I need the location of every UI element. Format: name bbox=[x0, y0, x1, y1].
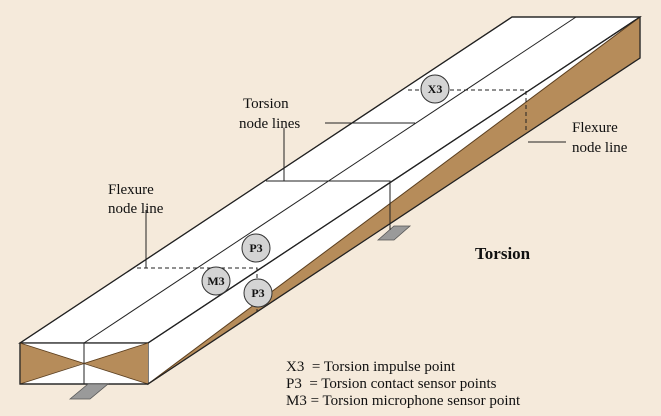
top-centerline bbox=[83, 16, 577, 344]
torsion-heading: Torsion bbox=[475, 244, 531, 263]
badge-p3-top: P3 bbox=[241, 233, 271, 263]
flexure-right-label-2: node line bbox=[572, 140, 628, 156]
torsion-node-lines-label-1: Torsion bbox=[243, 96, 289, 112]
flexure-left-label-2: node line bbox=[108, 201, 164, 217]
beam-outline bbox=[19, 16, 641, 385]
legend-p3: P3 = Torsion contact sensor points bbox=[286, 376, 497, 392]
svg-text:P3: P3 bbox=[249, 241, 262, 255]
torsion-node-lines-label-2: node lines bbox=[239, 116, 300, 132]
legend-x3: X3 = Torsion impulse point bbox=[286, 359, 456, 375]
svg-text:M3: M3 bbox=[207, 274, 224, 288]
svg-text:X3: X3 bbox=[428, 82, 443, 96]
legend-m3: M3 = Torsion microphone sensor point bbox=[286, 393, 521, 409]
svg-text:P3: P3 bbox=[251, 286, 264, 300]
support-middle bbox=[376, 225, 412, 241]
flexure-right-label-1: Flexure bbox=[572, 120, 618, 136]
legend: X3 = Torsion impulse point P3 = Torsion … bbox=[286, 359, 521, 409]
beam-front-edge bbox=[147, 16, 641, 344]
twist-line-side bbox=[147, 16, 641, 385]
torsion-node-lines bbox=[266, 122, 415, 230]
flexure-left-label-1: Flexure bbox=[108, 182, 154, 198]
front-diagonal-2 bbox=[19, 342, 149, 385]
twist-front-left bbox=[20, 343, 84, 384]
support-front bbox=[68, 383, 110, 400]
badge-m3: M3 bbox=[201, 266, 231, 296]
twist-front-right bbox=[84, 343, 148, 384]
badge-x3: X3 bbox=[420, 74, 450, 104]
badge-p3-bottom: P3 bbox=[243, 278, 273, 308]
